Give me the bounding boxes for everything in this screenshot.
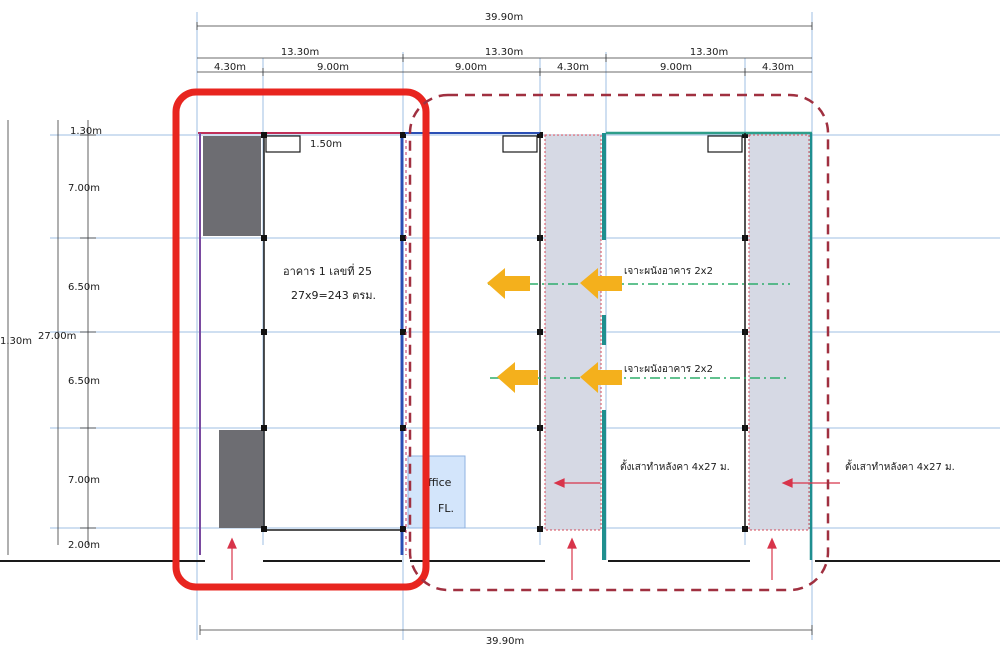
arrow-left-icon <box>497 362 538 393</box>
left-total: 27.00m <box>38 331 76 342</box>
roof-lane-2 <box>748 134 810 531</box>
top-dimensions <box>196 22 813 76</box>
left-seg-2: 7.00m <box>68 183 100 194</box>
building-name: อาคาร 1 เลขที่ 25 <box>283 263 372 278</box>
bay-2-width: 13.30m <box>485 47 523 58</box>
arrow-left-icon <box>553 478 565 488</box>
orange-arrows <box>487 268 622 393</box>
bay-3-width: 13.30m <box>690 47 728 58</box>
bay-3-sub-b: 4.30m <box>762 62 794 73</box>
office-label-1: ffice <box>428 476 452 489</box>
bay-2-sub-b: 4.30m <box>557 62 589 73</box>
building-1-highlight <box>172 88 430 591</box>
roof-column-note-1: ตั้งเสาทำหลังคา 4x27 ม. <box>620 459 730 473</box>
bay-3-sub-a: 9.00m <box>660 62 692 73</box>
roof-column-note-2: ตั้งเสาทำหลังคา 4x27 ม. <box>845 459 955 473</box>
bay-2-sub-a: 9.00m <box>455 62 487 73</box>
gray-block-bottom <box>219 430 263 528</box>
total-width-top: 39.90m <box>485 12 523 23</box>
wall-opening-note-1: เจาะผนังอาคาร 2x2 <box>624 266 713 277</box>
building-1-walls <box>198 132 404 555</box>
bay-1-sub-b: 9.00m <box>317 62 349 73</box>
bay-1-width: 13.30m <box>281 47 319 58</box>
arrow-up-icon <box>227 537 237 549</box>
gray-block-top <box>203 136 261 236</box>
bay-1-sub-a: 4.30m <box>214 62 246 73</box>
arrow-left-icon <box>580 362 622 393</box>
left-seg-5: 7.00m <box>68 475 100 486</box>
left-total-partial: 1.30m <box>0 336 32 347</box>
left-seg-1: 1.30m <box>70 126 102 137</box>
buildings-2-3-walls <box>405 131 813 560</box>
office-label-2: FL. <box>438 502 454 515</box>
office-box <box>407 455 466 529</box>
roof-lane-1 <box>544 134 602 531</box>
wall-opening-lines <box>488 283 790 379</box>
arrow-left-icon <box>487 268 530 299</box>
left-seg-6: 2.00m <box>68 540 100 551</box>
total-width-bottom: 39.90m <box>486 636 524 647</box>
small-offset-label: 1.50m <box>310 139 342 150</box>
arrow-left-icon <box>580 268 622 299</box>
left-seg-4: 6.50m <box>68 376 100 387</box>
arrow-up-icon <box>567 537 577 549</box>
expansion-area-outline <box>408 93 830 592</box>
left-dimensions <box>7 120 96 555</box>
horizontal-grid-lines <box>50 134 1000 529</box>
red-arrows <box>227 478 840 580</box>
wall-opening-note-2: เจาะผนังอาคาร 2x2 <box>624 364 713 375</box>
building-area: 27x9=243 ตรม. <box>291 289 376 302</box>
arrow-left-icon <box>781 478 793 488</box>
left-seg-3: 6.50m <box>68 282 100 293</box>
arrow-up-icon <box>767 537 777 549</box>
bottom-dimension <box>199 625 813 635</box>
vertical-grid-lines <box>196 12 813 640</box>
